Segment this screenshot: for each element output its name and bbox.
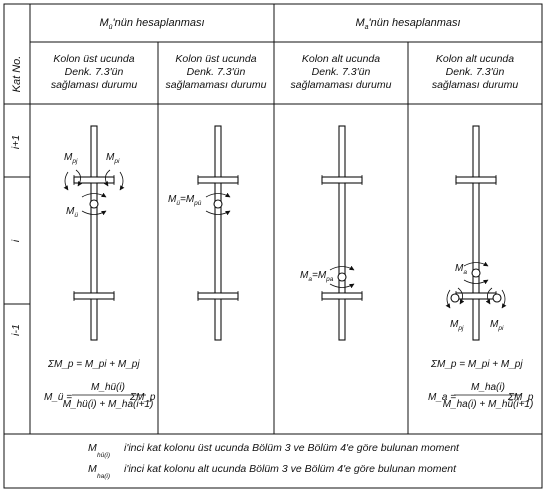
svg-text:Kolon üst ucunda: Kolon üst ucunda [53,53,134,65]
svg-text:ha(i): ha(i) [97,473,110,480]
frame-diagram-4 [455,125,497,341]
label-mpi-col4: Mpi [490,319,504,332]
label-ma-mpa-col3: Ma=Mpa [300,270,334,283]
label-mpi-col1: Mpi [106,152,120,165]
svg-text:M_hü(i) + M_ha(i+1): M_hü(i) + M_ha(i+1) [63,399,154,410]
svg-text:M_hü(i): M_hü(i) [91,382,125,393]
frame-diagram-3 [321,125,363,341]
footnote-1: M hü(i) i'inci kat kolonu üst ucunda Böl… [88,442,460,459]
svg-text:M_ha(i): M_ha(i) [471,382,505,393]
svg-text:M: M [88,463,97,475]
header-ma: Ma'nün hesaplanması [355,17,460,31]
column-header-2: Kolon üst ucunda Denk. 7.3'ün sağlamamas… [166,53,267,91]
floor-label-i-minus-1: i-1 [10,324,22,336]
svg-text:sağlaması durumu: sağlaması durumu [432,79,519,91]
svg-text:sağlamaması durumu: sağlamaması durumu [291,79,392,91]
svg-text:ΣM_p = M_pi + M_pj: ΣM_p = M_pi + M_pj [47,359,140,370]
svg-text:Denk. 7.3'ün: Denk. 7.3'ün [187,66,246,78]
header-mu: Mü'nün hesaplanması [99,17,204,31]
svg-text:Denk. 7.3'ün: Denk. 7.3'ün [446,66,505,78]
svg-text:Kolon alt ucunda: Kolon alt ucunda [302,53,380,65]
svg-text:sağlamaması durumu: sağlamaması durumu [166,79,267,91]
frame-diagram-2 [197,125,239,341]
column-header-3: Kolon alt ucunda Denk. 7.3'ün sağlamamas… [291,53,392,91]
table-grid [3,3,543,489]
svg-text:M_ha(i) + M_hü(i+1): M_ha(i) + M_hü(i+1) [443,399,534,410]
svg-text:Denk. 7.3'ün: Denk. 7.3'ün [312,66,371,78]
moment-symbols [63,169,507,309]
floor-label-i: i [10,239,22,242]
label-mu-col1: Mü [66,206,78,219]
svg-text:Kolon üst ucunda: Kolon üst ucunda [175,53,256,65]
footnote-2: M ha(i) i'inci kat kolonu alt ucunda Böl… [88,463,457,480]
svg-text:ΣM_p = M_pi + M_pj: ΣM_p = M_pi + M_pj [430,359,523,370]
svg-text:M_a =: M_a = [428,392,456,403]
formula-left: ΣM_p = M_pi + M_pj M_ü = M_hü(i) M_hü(i)… [44,359,156,410]
column-header-4: Kolon alt ucunda Denk. 7.3'ün sağlaması … [432,53,519,91]
svg-text:i'inci kat kolonu üst ucunda B: i'inci kat kolonu üst ucunda Bölüm 3 ve … [124,442,460,454]
node-circles [89,199,502,303]
kat-no-header: Kat No. [11,56,23,93]
svg-text:ΣM_p: ΣM_p [129,392,156,403]
label-mpj-col1: Mpj [64,152,78,165]
svg-text:M: M [88,442,97,454]
svg-text:hü(i): hü(i) [97,452,110,459]
frame-diagram-1 [73,125,115,341]
svg-text:M_ü =: M_ü = [44,392,72,403]
label-mu-mpu-col2: Mü=Mpü [168,194,202,207]
svg-text:ΣM_p: ΣM_p [507,392,534,403]
label-mpj-col4: Mpj [450,319,464,332]
svg-text:Kolon alt ucunda: Kolon alt ucunda [436,53,514,65]
svg-text:Denk. 7.3'ün: Denk. 7.3'ün [65,66,124,78]
svg-text:sağlaması durumu: sağlaması durumu [51,79,138,91]
formula-right: ΣM_p = M_pi + M_pj M_a = M_ha(i) M_ha(i)… [428,359,534,410]
svg-text:i'inci kat kolonu alt ucunda B: i'inci kat kolonu alt ucunda Bölüm 3 ve … [124,463,457,475]
column-header-1: Kolon üst ucunda Denk. 7.3'ün sağlaması … [51,53,138,91]
floor-label-i-plus-1: i+1 [10,135,22,149]
